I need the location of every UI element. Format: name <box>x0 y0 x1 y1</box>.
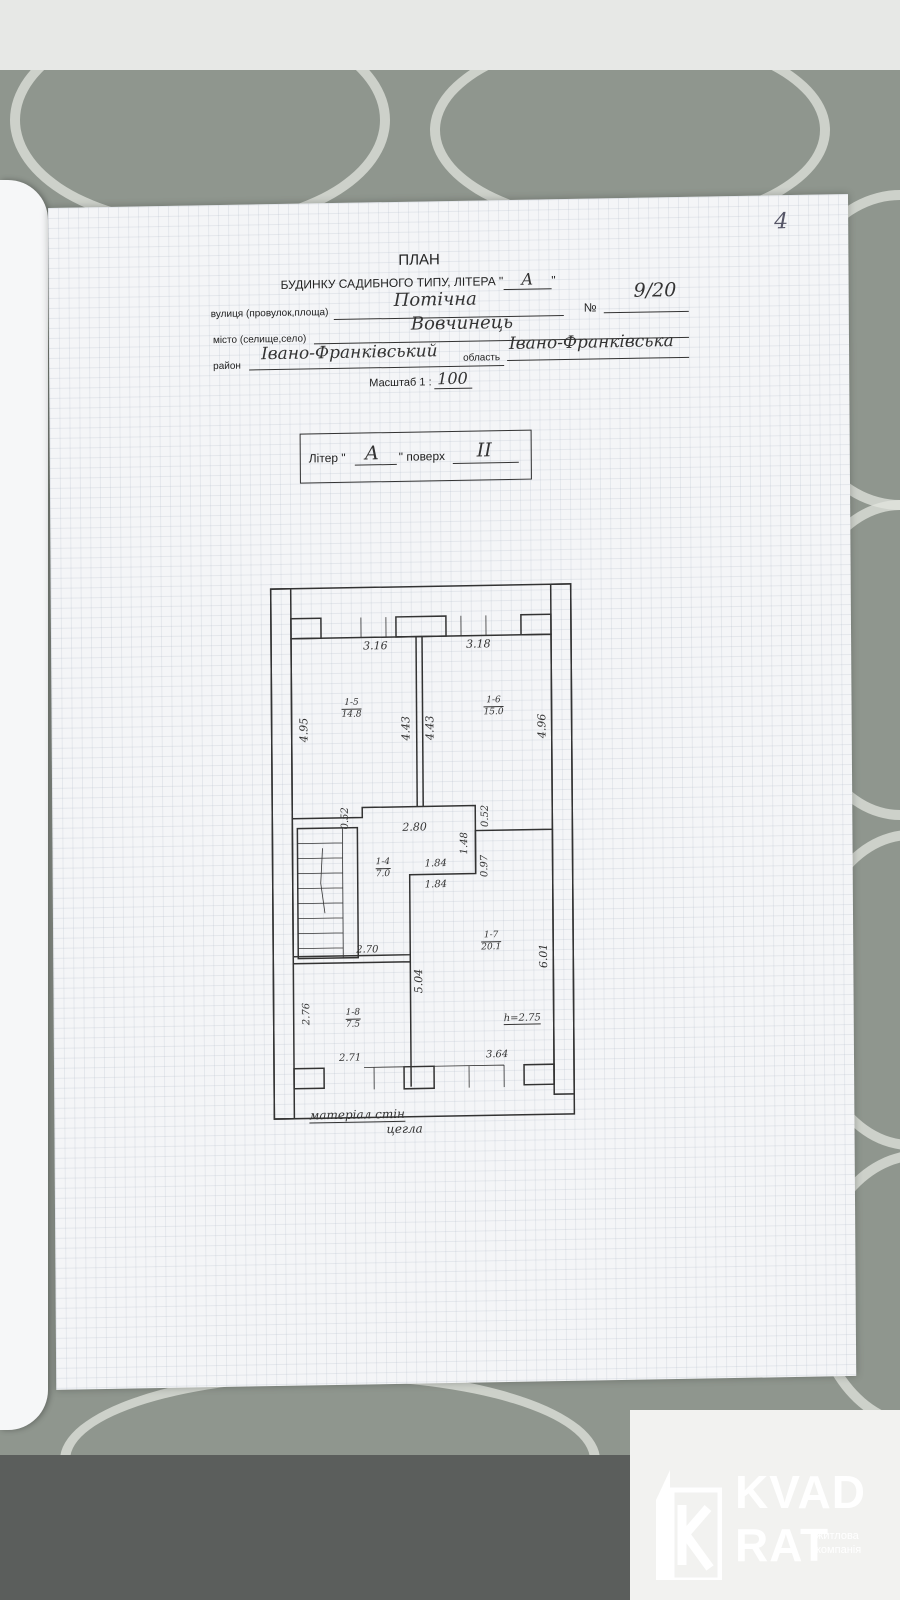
bottom-windows <box>364 1064 505 1090</box>
dimension-label: 3.18 <box>466 637 491 651</box>
scale-label: Масштаб 1 : <box>369 376 432 390</box>
dimension-label: 1.48 <box>459 832 471 855</box>
logo-line-2: RAT <box>735 1519 830 1571</box>
scale-value: 100 <box>437 368 468 389</box>
partition-1-5-1-6-inner <box>421 636 424 807</box>
floor-plan-labels: 1-5 14.8 1-6 15.0 1-4 7.0 1-7 20.1 1-8 7… <box>261 574 585 1140</box>
dimension-label: 4.43 <box>423 715 437 741</box>
stair-treads <box>297 827 344 958</box>
room-area: 7.0 <box>375 869 391 880</box>
room-area: 20.1 <box>481 942 502 953</box>
street-label: вулиця (провулок,площа) <box>210 307 329 321</box>
room-label: 1-8 7.5 <box>345 1007 361 1031</box>
litera-box-litera-value: А <box>364 442 380 465</box>
street-value: Потічна <box>393 288 477 311</box>
floor-plan <box>269 583 576 1120</box>
litera-box-floor-underline <box>452 461 519 464</box>
district-label: район <box>213 360 241 373</box>
number-value: 9/20 <box>633 279 677 302</box>
room-label: 1-4 7.0 <box>375 857 391 880</box>
subtitle-quote: " <box>551 273 556 288</box>
room-area: 7.5 <box>345 1019 361 1030</box>
room-id: 1-4 <box>375 857 391 870</box>
dimension-label: 3.16 <box>363 639 388 653</box>
oblast-value: Івано-Франківська <box>508 331 674 354</box>
staircase <box>296 826 360 960</box>
wall-material-label: матеріал стін <box>309 1106 405 1124</box>
dimension-label: 4.43 <box>399 715 413 741</box>
dimension-label: 6.01 <box>536 943 551 969</box>
litera-box-litera-label: Літер " <box>308 450 346 466</box>
litera-floor-box: Літер " А " поверх II <box>299 429 532 484</box>
dimension-label: 2.70 <box>356 944 379 956</box>
litera-box-floor-value: II <box>476 439 492 462</box>
oblast-label: область <box>463 352 501 364</box>
dimension-label: 4.96 <box>535 713 549 739</box>
room-id: 1-6 <box>483 695 504 708</box>
dimension-label: 0.52 <box>479 804 491 828</box>
logo-tagline-2: компанія <box>816 1544 862 1556</box>
room-id: 1-8 <box>345 1007 361 1020</box>
room-1-7-right <box>551 829 555 1085</box>
wall-material-value: цегла <box>386 1121 423 1137</box>
dimension-label: 2.76 <box>301 1002 313 1026</box>
bottom-left-pier <box>293 1067 325 1090</box>
floor-light <box>630 1410 900 1600</box>
logo-line-1: KVAD <box>735 1466 866 1518</box>
background-wall <box>0 0 900 75</box>
room-label: 1-7 20.1 <box>481 930 501 953</box>
document-sheet: 4 ПЛАН БУДИНКУ САДИБНОГО ТИПУ, ЛІТЕРА "А… <box>48 194 857 1390</box>
number-underline <box>603 310 689 314</box>
kvadrat-watermark: KVAD RAT житлова компанія <box>650 1460 880 1585</box>
dimension-label: 1.84 <box>424 858 447 870</box>
room-id: 1-5 <box>341 697 362 710</box>
litera-box-floor-label: " поверх <box>398 449 446 464</box>
ceiling-height: h=2.75 <box>503 1012 541 1026</box>
subtitle-litera: А <box>503 269 552 291</box>
logo-tagline-1: житлова <box>816 1530 859 1542</box>
corridor-top-wall <box>292 804 477 874</box>
building-logo-icon <box>656 1470 722 1580</box>
dimension-label: 2.80 <box>402 820 427 834</box>
partition-1-5-1-6 <box>415 636 418 807</box>
dimension-label: 5.04 <box>412 968 426 994</box>
dimension-label: 0.97 <box>479 854 491 878</box>
dimension-label: 2.71 <box>338 1052 362 1064</box>
room-area: 14.8 <box>341 709 362 720</box>
document-title: ПЛАН <box>398 251 440 269</box>
district-value: Івано-Франківський <box>260 341 438 365</box>
top-windows <box>360 615 502 638</box>
room-1-8-walls <box>293 954 412 1087</box>
room-label: 1-5 14.8 <box>341 697 362 721</box>
number-label: № <box>583 300 597 315</box>
page-number: 4 <box>774 209 789 235</box>
previous-page-edge <box>0 180 48 1430</box>
dimension-label: 4.95 <box>297 717 311 743</box>
room-label: 1-6 15.0 <box>483 695 504 718</box>
room-area: 15.0 <box>483 707 504 718</box>
room-id: 1-7 <box>481 930 502 943</box>
stair-arrow <box>320 848 326 914</box>
dimension-label: 1.84 <box>424 879 448 891</box>
city-value: Вовчинець <box>410 311 514 335</box>
dimension-label: 3.64 <box>485 1048 509 1061</box>
bottom-window-mullion <box>403 1065 435 1090</box>
oblast-underline <box>507 356 690 361</box>
dimension-label: 0.52 <box>339 807 352 830</box>
